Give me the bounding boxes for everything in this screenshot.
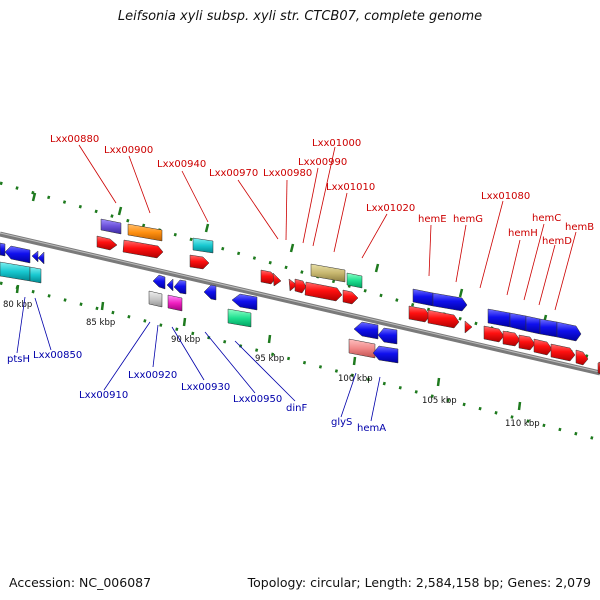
gene-Lxx00980[interactable] [288, 278, 298, 292]
gene-red-j[interactable] [483, 325, 505, 343]
gene-blue-a[interactable] [0, 242, 6, 257]
label-Lxx00850[interactable]: Lxx00850 [33, 350, 82, 361]
genome-summary-text: Topology: circular; Length: 2,584,158 bp… [247, 575, 591, 590]
label-Lxx00990[interactable]: Lxx00990 [298, 157, 347, 168]
gene-blue-i[interactable] [353, 321, 379, 340]
label-Lxx00900[interactable]: Lxx00900 [104, 145, 153, 156]
label-ptsH[interactable]: ptsH [7, 354, 30, 365]
gene-Lxx00920[interactable] [167, 294, 183, 312]
gene-red-b[interactable] [122, 239, 164, 259]
label-Lxx00920[interactable]: Lxx00920 [128, 370, 177, 381]
gene-hemG[interactable] [432, 292, 468, 312]
label-glyS[interactable]: glyS [331, 417, 352, 428]
gene-red-f[interactable] [342, 289, 359, 305]
gene-Lxx00930[interactable] [231, 293, 258, 311]
label-hemE[interactable]: hemE [418, 214, 447, 225]
reverse-leaders [16, 296, 381, 422]
gene-Lxx01010[interactable] [346, 272, 363, 289]
label-hemB[interactable]: hemB [565, 222, 594, 233]
label-Lxx00930[interactable]: Lxx00930 [181, 382, 230, 393]
label-dinF[interactable]: dinF [286, 403, 307, 414]
label-Lxx00880[interactable]: Lxx00880 [50, 134, 99, 145]
genome-backbone [0, 231, 600, 376]
gene-hemC[interactable] [525, 315, 541, 335]
map-title: Leifsonia xyli subsp. xyli str. CTCB07, … [117, 9, 483, 24]
tick-label-90kbp: 90 kbp [171, 335, 200, 345]
accession-text: Accession: NC_006087 [9, 575, 152, 590]
tick-label-80kbp: 80 kbp [3, 300, 32, 310]
gene-hemB[interactable] [556, 321, 582, 342]
gene-ptsH[interactable] [0, 261, 31, 282]
gene-blue-c[interactable] [31, 250, 39, 263]
gene-Lxx01080[interactable] [487, 308, 511, 328]
label-hemH[interactable]: hemH [508, 228, 538, 239]
label-Lxx00970[interactable]: Lxx00970 [209, 168, 258, 179]
gene-Lxx01000[interactable] [310, 263, 346, 283]
gene-red-g[interactable] [408, 305, 431, 323]
gene-red-k[interactable] [502, 330, 521, 347]
gene-red-l[interactable] [518, 334, 536, 351]
gene-red-a[interactable] [96, 235, 118, 251]
label-Lxx00910[interactable]: Lxx00910 [79, 390, 128, 401]
gene-red-d[interactable] [272, 272, 282, 287]
tick-label-110kbp: 110 kbp [505, 419, 540, 429]
label-hemD[interactable]: hemD [542, 236, 572, 247]
gene-blue-j[interactable] [377, 327, 398, 345]
gene-blue-h[interactable] [203, 284, 217, 301]
gene-blue-e[interactable] [152, 274, 166, 290]
gene-hemE[interactable] [412, 288, 434, 307]
label-hemC[interactable]: hemC [532, 213, 561, 224]
gene-blue-d[interactable] [37, 251, 45, 265]
gene-Lxx00990[interactable] [294, 278, 307, 294]
label-Lxx01000[interactable]: Lxx01000 [312, 138, 361, 149]
tick-label-105kbp: 105 kbp [422, 396, 457, 406]
gene-red-h[interactable] [427, 309, 460, 329]
gene-Lxx00880[interactable] [100, 218, 122, 235]
label-Lxx01080[interactable]: Lxx01080 [481, 191, 530, 202]
gene-hemD[interactable] [539, 318, 558, 338]
gene-hemH[interactable] [509, 312, 527, 332]
reverse-track [0, 281, 600, 442]
gene-red-m[interactable] [533, 338, 553, 356]
gene-red-c[interactable] [189, 254, 210, 270]
backbone-highlight [0, 232, 600, 373]
gene-red-n[interactable] [550, 343, 576, 362]
gene-hemA[interactable] [372, 345, 399, 364]
label-Lxx01010[interactable]: Lxx01010 [326, 182, 375, 193]
gene-Lxx00950[interactable] [227, 308, 252, 328]
gene-Lxx00900[interactable] [127, 223, 163, 242]
label-Lxx00980[interactable]: Lxx00980 [263, 168, 312, 179]
gene-Lxx00850[interactable] [29, 266, 42, 284]
gene-Lxx00910[interactable] [148, 290, 163, 308]
tick-label-100kbp: 100 kbp [338, 374, 373, 384]
gene-Lxx00940[interactable] [192, 237, 214, 254]
gene-glyS[interactable] [348, 338, 376, 359]
gene-red-i[interactable] [464, 320, 473, 334]
gene-red-o[interactable] [575, 349, 589, 366]
tick-label-85kbp: 85 kbp [86, 318, 115, 328]
label-Lxx00940[interactable]: Lxx00940 [157, 159, 206, 170]
label-hemG[interactable]: hemG [453, 214, 483, 225]
label-Lxx00950[interactable]: Lxx00950 [233, 394, 282, 405]
gene-blue-b[interactable] [4, 245, 31, 264]
reverse-major-ticks [15, 284, 522, 411]
gene-blue-g[interactable] [173, 279, 187, 295]
reverse-genes [0, 242, 399, 364]
gene-red-e[interactable] [304, 281, 343, 302]
gene-blue-f[interactable] [166, 278, 174, 292]
label-hemA[interactable]: hemA [357, 423, 386, 434]
forward-genes [96, 218, 600, 375]
tick-label-95kbp: 95 kbp [255, 354, 284, 364]
forward-leaders [78, 144, 577, 311]
label-Lxx01020[interactable]: Lxx01020 [366, 203, 415, 214]
